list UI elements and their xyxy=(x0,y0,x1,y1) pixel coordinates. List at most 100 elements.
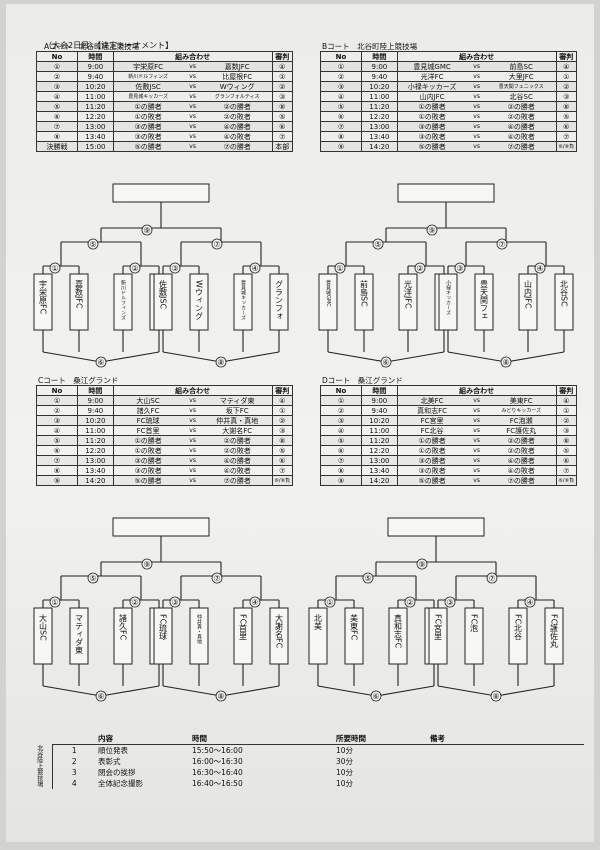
match-number-marker xyxy=(416,558,428,570)
match-number-label: ① xyxy=(51,264,58,273)
schedule-duration: 30分 xyxy=(336,756,354,766)
vs-label: vs xyxy=(182,141,203,152)
team-name-vertical: 豊見城キッカーズ xyxy=(240,279,246,320)
team-away: ⑦の勝者 xyxy=(486,475,557,486)
match-number-label: ② xyxy=(416,264,423,273)
schedule-duration: 10分 xyxy=(336,778,354,788)
match-number-label: ④ xyxy=(526,598,533,607)
schedule-no: 3 xyxy=(71,767,77,777)
match-number-label: ⑦ xyxy=(213,574,220,583)
team-home: ⑤の勝者 xyxy=(112,475,183,486)
team-name-vertical: FC北谷 xyxy=(514,614,523,641)
schedule-content: 全体記念撮影 xyxy=(98,778,143,788)
team-name-vertical: 諸久FC xyxy=(119,613,128,641)
match-number-marker xyxy=(454,262,466,274)
match-number-marker xyxy=(141,224,153,236)
match-number-marker xyxy=(169,262,181,274)
team-name-vertical: FC泡 xyxy=(470,614,479,632)
match-number-marker xyxy=(426,224,438,236)
match-number-label: ⑧ xyxy=(502,358,509,367)
match-no: ⑨ xyxy=(320,475,362,486)
match-number-label: ③ xyxy=(171,264,178,273)
match-number-label: ① xyxy=(326,598,333,607)
match-number-label: ② xyxy=(131,264,138,273)
match-number-label: ⑤ xyxy=(89,240,96,249)
match-referee: ⑥/⑧負 xyxy=(555,475,578,486)
schedule-content: 表彰式 xyxy=(98,756,121,766)
match-number-marker xyxy=(49,596,61,608)
champion-box xyxy=(112,183,210,203)
match-number-marker xyxy=(141,558,153,570)
match-number-label: ⑥ xyxy=(382,358,389,367)
match-number-label: ③ xyxy=(446,598,453,607)
match-number-label: ④ xyxy=(251,598,258,607)
team-name-vertical: 小禄キッカーズ xyxy=(445,279,451,315)
schedule-time: 15:50～16:00 xyxy=(192,745,243,755)
team-home: ⑤の勝者 xyxy=(396,475,467,486)
schedule-header-row: 内容 時間 所要時間 備考 xyxy=(26,733,584,745)
match-number-label: ⑨ xyxy=(428,226,435,235)
team-name-vertical: 大山SC xyxy=(39,613,48,641)
match-number-label: ⑨ xyxy=(143,226,150,235)
team-name-vertical: FC宮里 xyxy=(434,614,443,640)
match-number-label: ⑤ xyxy=(374,240,381,249)
match-number-marker xyxy=(500,356,512,368)
team-name-vertical: グランフォ xyxy=(275,280,284,320)
match-number-label: ⑥ xyxy=(372,692,379,701)
vs-label: vs xyxy=(466,475,487,486)
match-number-marker xyxy=(372,238,384,250)
team-name-vertical: 嘉数JFC xyxy=(75,279,84,309)
match-number-label: ⑦ xyxy=(498,240,505,249)
match-referee: ⑥/⑧負 xyxy=(555,141,578,152)
champion-box xyxy=(397,183,495,203)
match-referee: ⑥/⑧負 xyxy=(271,475,294,486)
schedule-time: 16:40～16:50 xyxy=(192,778,243,788)
match-number-marker xyxy=(496,238,508,250)
team-name-vertical: Wウィング xyxy=(195,280,204,320)
match-number-marker xyxy=(524,596,536,608)
schedule-notes xyxy=(428,745,584,757)
match-number-label: ⑦ xyxy=(213,240,220,249)
match-number-marker xyxy=(49,262,61,274)
match-number-marker xyxy=(215,690,227,702)
match-number-marker xyxy=(334,262,346,274)
match-number-label: ④ xyxy=(251,264,258,273)
match-number-label: ⑨ xyxy=(143,560,150,569)
match-number-label: ⑤ xyxy=(364,574,371,583)
match-no: ⑨ xyxy=(36,475,78,486)
match-number-marker xyxy=(215,356,227,368)
tournament-brackets: ⑨⑤①宇栄原FC嘉数JFC②新川ドルフィンズ比屋根FC⑥⑦③佐敷JSCWウィング… xyxy=(33,183,574,702)
team-name-vertical: FC首里 xyxy=(239,614,248,640)
match-number-label: ⑦ xyxy=(488,574,495,583)
match-number-marker xyxy=(249,262,261,274)
match-number-marker xyxy=(129,262,141,274)
match-number-marker xyxy=(404,596,416,608)
schedule-duration: 10分 xyxy=(336,745,354,755)
match-number-label: ① xyxy=(51,598,58,607)
champion-box xyxy=(112,517,210,537)
schedule-duration: 10分 xyxy=(336,767,354,777)
match-number-label: ⑧ xyxy=(217,358,224,367)
court-b-title: Bコート 北谷町陸上競技場 xyxy=(322,42,418,51)
team-name-vertical: FC護佐丸 xyxy=(550,614,559,649)
team-name-vertical: 宇栄原FC xyxy=(39,279,48,315)
match-number-marker xyxy=(211,238,223,250)
match-number-marker xyxy=(444,596,456,608)
team-name-vertical: 山内JFC xyxy=(524,279,533,309)
schedule-header-content: 内容 xyxy=(96,733,190,745)
